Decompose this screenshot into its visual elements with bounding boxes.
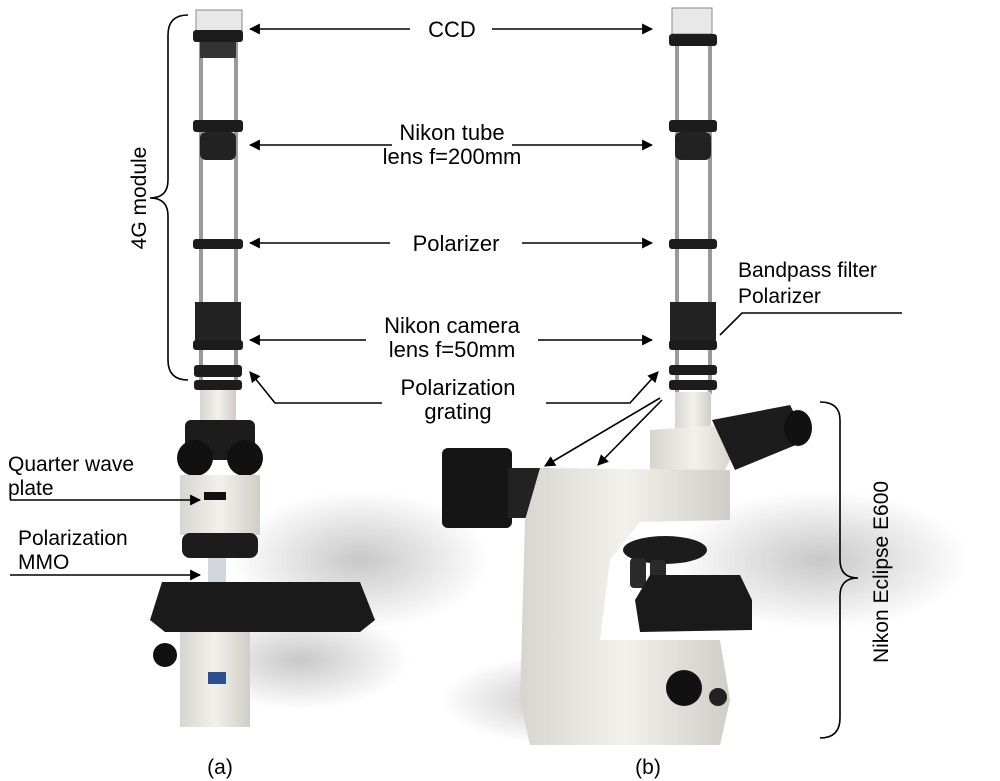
quarter-wave-slot-a	[204, 492, 226, 500]
microscope-a	[150, 9, 490, 727]
label-tube-line2: lens f=200mm	[383, 144, 522, 169]
label-bandpass-line2: Polarizer	[738, 285, 821, 308]
ring-ccd-a-body	[200, 42, 236, 58]
label-camera-line2: lens f=50mm	[389, 337, 516, 362]
ring-polarizer-b	[669, 239, 717, 249]
label-4g-module: 4G module	[128, 147, 151, 250]
label-quarter-line2: plate	[8, 477, 54, 500]
eyepiece-a-right	[227, 440, 263, 476]
fine-knob-b	[709, 688, 727, 706]
ring-tube-a	[193, 120, 243, 132]
ccd-camera-b	[671, 7, 713, 35]
arrow-grating-left	[249, 371, 382, 404]
rail-b-right	[708, 34, 712, 394]
ring-polarizer-a	[193, 239, 243, 249]
label-mmo-line1: Polarization	[18, 527, 128, 550]
rail-b-left	[675, 34, 679, 394]
stage-b	[635, 575, 752, 632]
label-tube-line1: Nikon tube	[399, 120, 504, 145]
lamp-housing-b	[442, 448, 512, 528]
ring-grating-a2	[194, 380, 242, 390]
trinocular-head-b	[650, 425, 740, 482]
label-grating-line1: Polarization	[401, 375, 516, 400]
ccd-camera-a	[195, 9, 243, 33]
arrow-lamp-1	[544, 397, 661, 467]
label-polarizer: Polarizer	[413, 231, 500, 256]
ring-grating-b2	[669, 380, 717, 390]
label-bandpass-line1: Bandpass filter	[738, 259, 877, 282]
label-camera-line1: Nikon camera	[384, 313, 520, 338]
ring-ccd-b	[669, 34, 717, 46]
badge-a	[208, 672, 226, 684]
stage-a	[150, 582, 375, 632]
camera-lens-b	[670, 302, 716, 344]
ring-camera-a	[193, 340, 243, 350]
rail-a-right	[234, 30, 238, 390]
focus-knob-a	[153, 643, 177, 667]
ring-camera-b	[669, 340, 717, 350]
arrows	[10, 23, 902, 581]
label-panel-b: (b)	[635, 756, 661, 779]
label-eclipse: Nikon Eclipse E600	[870, 481, 893, 663]
coupler-a	[200, 390, 236, 425]
label-ccd: CCD	[428, 17, 476, 42]
ring-ccd-a	[193, 30, 243, 42]
label-mmo-line2: MMO	[18, 551, 69, 574]
eyepiece-a-left	[177, 440, 213, 476]
illuminator-a	[180, 475, 260, 535]
arrow-lamp-2	[597, 399, 663, 466]
label-panel-a: (a)	[207, 756, 233, 779]
ring-grating-a	[194, 365, 242, 377]
brace-4g-module	[149, 14, 189, 381]
label-grating-line2: grating	[424, 399, 491, 424]
coupler-b	[675, 392, 711, 430]
objective-a	[208, 558, 226, 588]
ring-grating-b	[669, 365, 717, 375]
tube-lens-a	[200, 132, 236, 160]
rail-a-left	[199, 30, 203, 390]
eyepiece-tubes-b	[712, 405, 808, 470]
microscope-b	[440, 7, 970, 745]
ring-tube-b	[669, 120, 717, 132]
nosepiece-a	[182, 533, 258, 558]
brace-eclipse	[819, 401, 859, 739]
focus-knob-b	[666, 670, 702, 706]
label-quarter-line1: Quarter wave	[8, 453, 134, 476]
tube-lens-b	[675, 132, 711, 160]
eyepiece-b	[784, 410, 812, 446]
camera-lens-a	[195, 302, 241, 344]
nosepiece-b	[623, 536, 707, 564]
objective-b1	[630, 558, 646, 588]
pointer-bandpass	[719, 312, 902, 336]
arrow-grating-right	[546, 371, 659, 404]
